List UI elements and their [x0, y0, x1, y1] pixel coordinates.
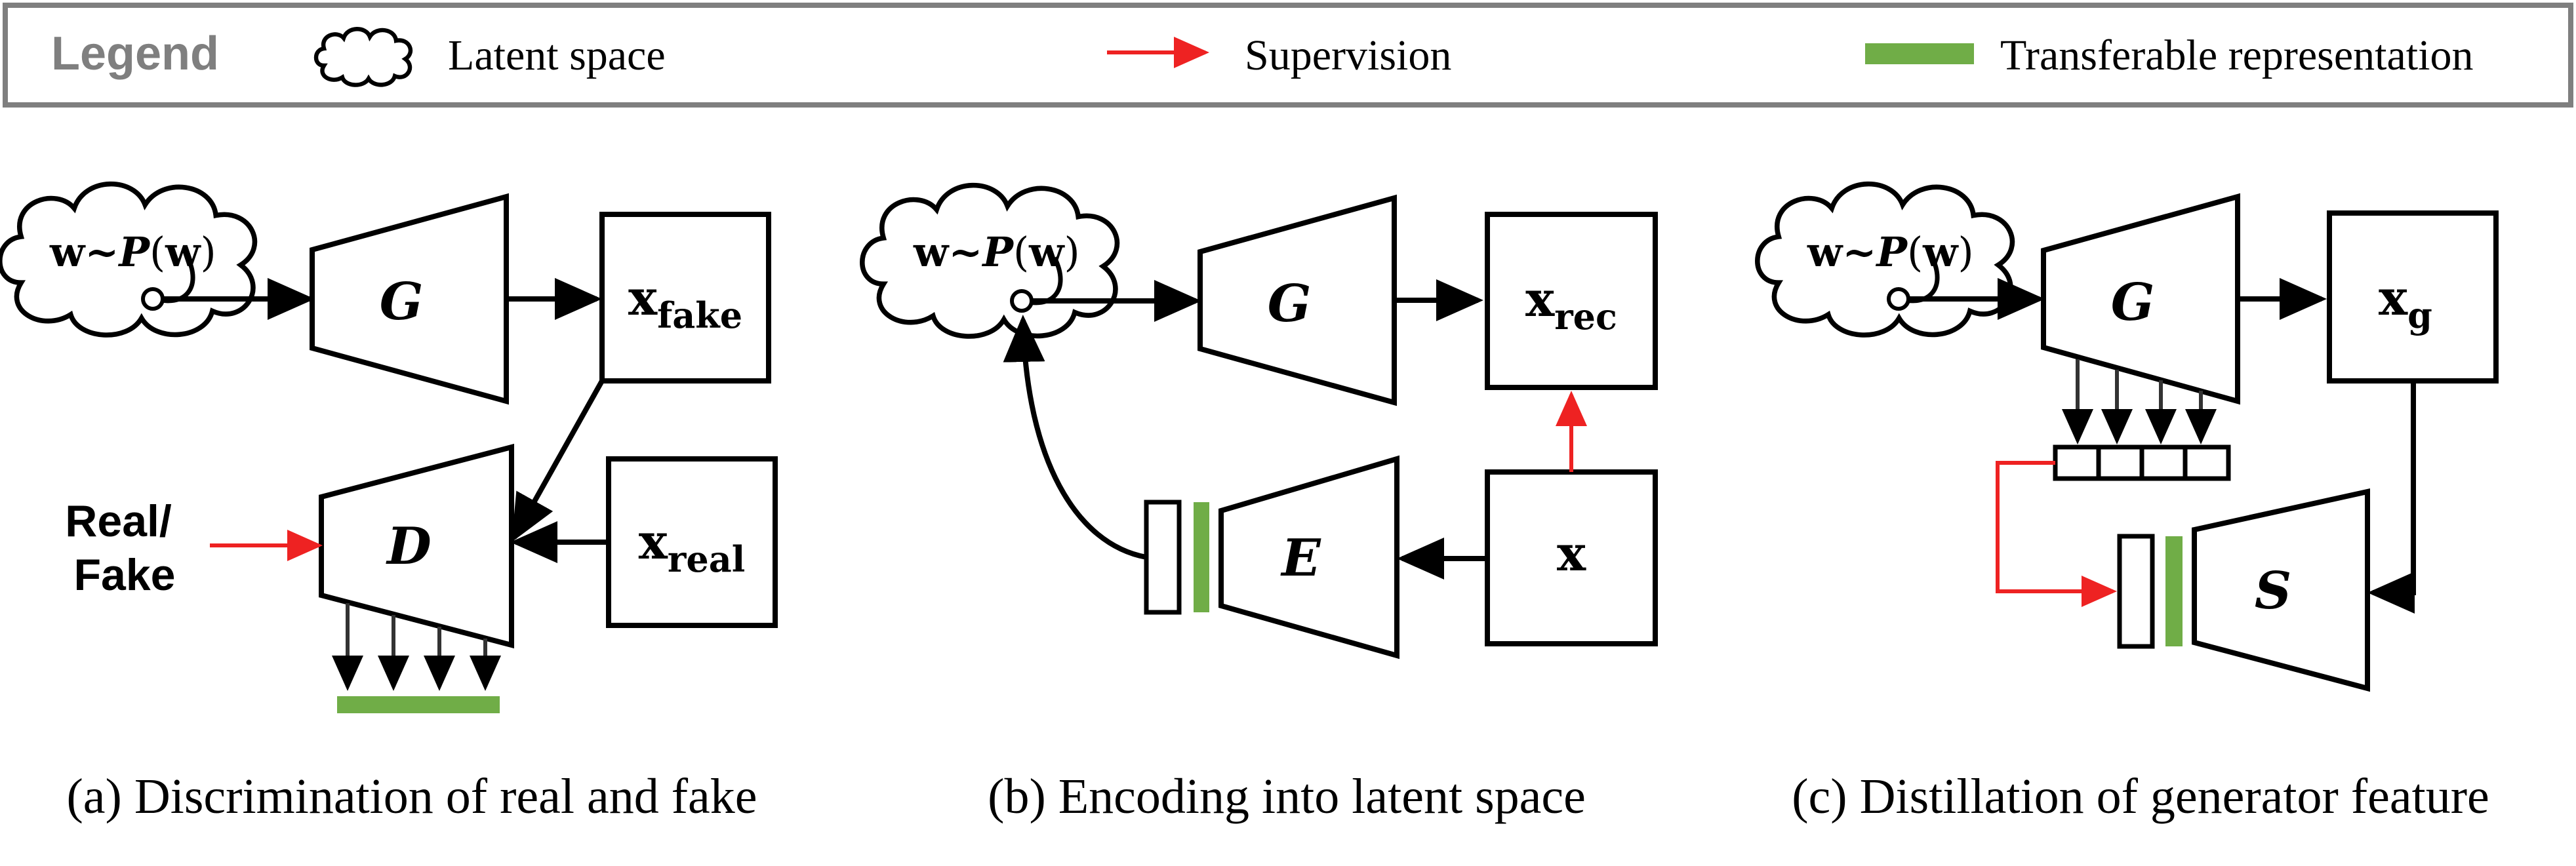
- legend-cloud-icon: [316, 29, 411, 85]
- legend-transferable-bar-icon: [1865, 43, 1974, 64]
- generator-label-c: G: [2111, 273, 2155, 332]
- student-code-box: [2117, 534, 2155, 649]
- panel-c: w~P(w) G xg S (c) Distillation of genera: [1758, 184, 2499, 824]
- x-rec-label: xrec: [1525, 271, 1617, 338]
- discriminator-label: D: [386, 517, 432, 576]
- generator-block-b: [1197, 194, 1397, 406]
- x-input-label: x: [1557, 526, 1586, 582]
- x-fake-label: xfake: [628, 270, 742, 336]
- latent-sample-point-b: [1010, 289, 1034, 313]
- legend-title: Legend: [51, 28, 219, 80]
- discriminator-feature-arrows: [332, 603, 501, 691]
- latent-sample-point-c: [1887, 287, 1910, 311]
- latent-sample-point-a: [141, 287, 165, 311]
- generator-block-c: [2041, 193, 2240, 405]
- latent-label-c: w~P(w): [1807, 228, 1974, 276]
- supervision-arrow-c: [1996, 461, 2117, 607]
- x-fake-box: [599, 212, 771, 384]
- transferable-bar-c: [2165, 536, 2183, 646]
- generator-block-a: [310, 193, 509, 405]
- transferable-bar-b: [1194, 502, 1209, 612]
- student-label: S: [2255, 561, 2291, 621]
- discriminator-block: [319, 443, 514, 649]
- encoder-label: E: [1280, 528, 1321, 588]
- transferable-bar-a: [337, 696, 500, 713]
- latent-code-box-b: [1144, 500, 1182, 615]
- panel-a: w~P(w) G xfake D xreal Real/ Fake (a) Di…: [0, 184, 778, 824]
- latent-label-b: w~P(w): [913, 228, 1080, 276]
- generator-feature-arrows: [2062, 359, 2217, 444]
- legend-supervision-label: Supervision: [1245, 31, 1451, 79]
- generator-label-b: G: [1268, 274, 1312, 334]
- x-real-label: xreal: [639, 514, 745, 580]
- arrow-fake-to-d: [512, 380, 605, 542]
- caption-a: (a) Discrimination of real and fake: [67, 769, 757, 824]
- x-rec-box: [1485, 212, 1658, 390]
- feature-vector-cells: [2053, 444, 2231, 481]
- x-g-box: [2327, 210, 2499, 384]
- realfake-label: Real/ Fake: [65, 496, 184, 600]
- generator-label-a: G: [380, 272, 424, 332]
- arrow-xg-to-s: [2367, 381, 2416, 614]
- caption-b: (b) Encoding into latent space: [988, 769, 1586, 824]
- latent-label-a: w~P(w): [49, 228, 216, 276]
- legend-box: Legend Latent space Supervision Transfer…: [3, 3, 2573, 108]
- caption-c: (c) Distillation of generator feature: [1792, 769, 2489, 824]
- arrow-code-to-latent-b: [1003, 315, 1147, 560]
- panel-b: w~P(w) G xrec x E (b) Encoding into late…: [862, 186, 1658, 824]
- student-block: [2192, 488, 2370, 692]
- legend-transferable-label: Transferable representation: [2000, 31, 2473, 79]
- legend-latent-label: Latent space: [448, 31, 666, 79]
- encoder-block: [1218, 455, 1399, 659]
- x-g-label: xg: [2379, 270, 2432, 336]
- x-input-box: [1485, 469, 1658, 646]
